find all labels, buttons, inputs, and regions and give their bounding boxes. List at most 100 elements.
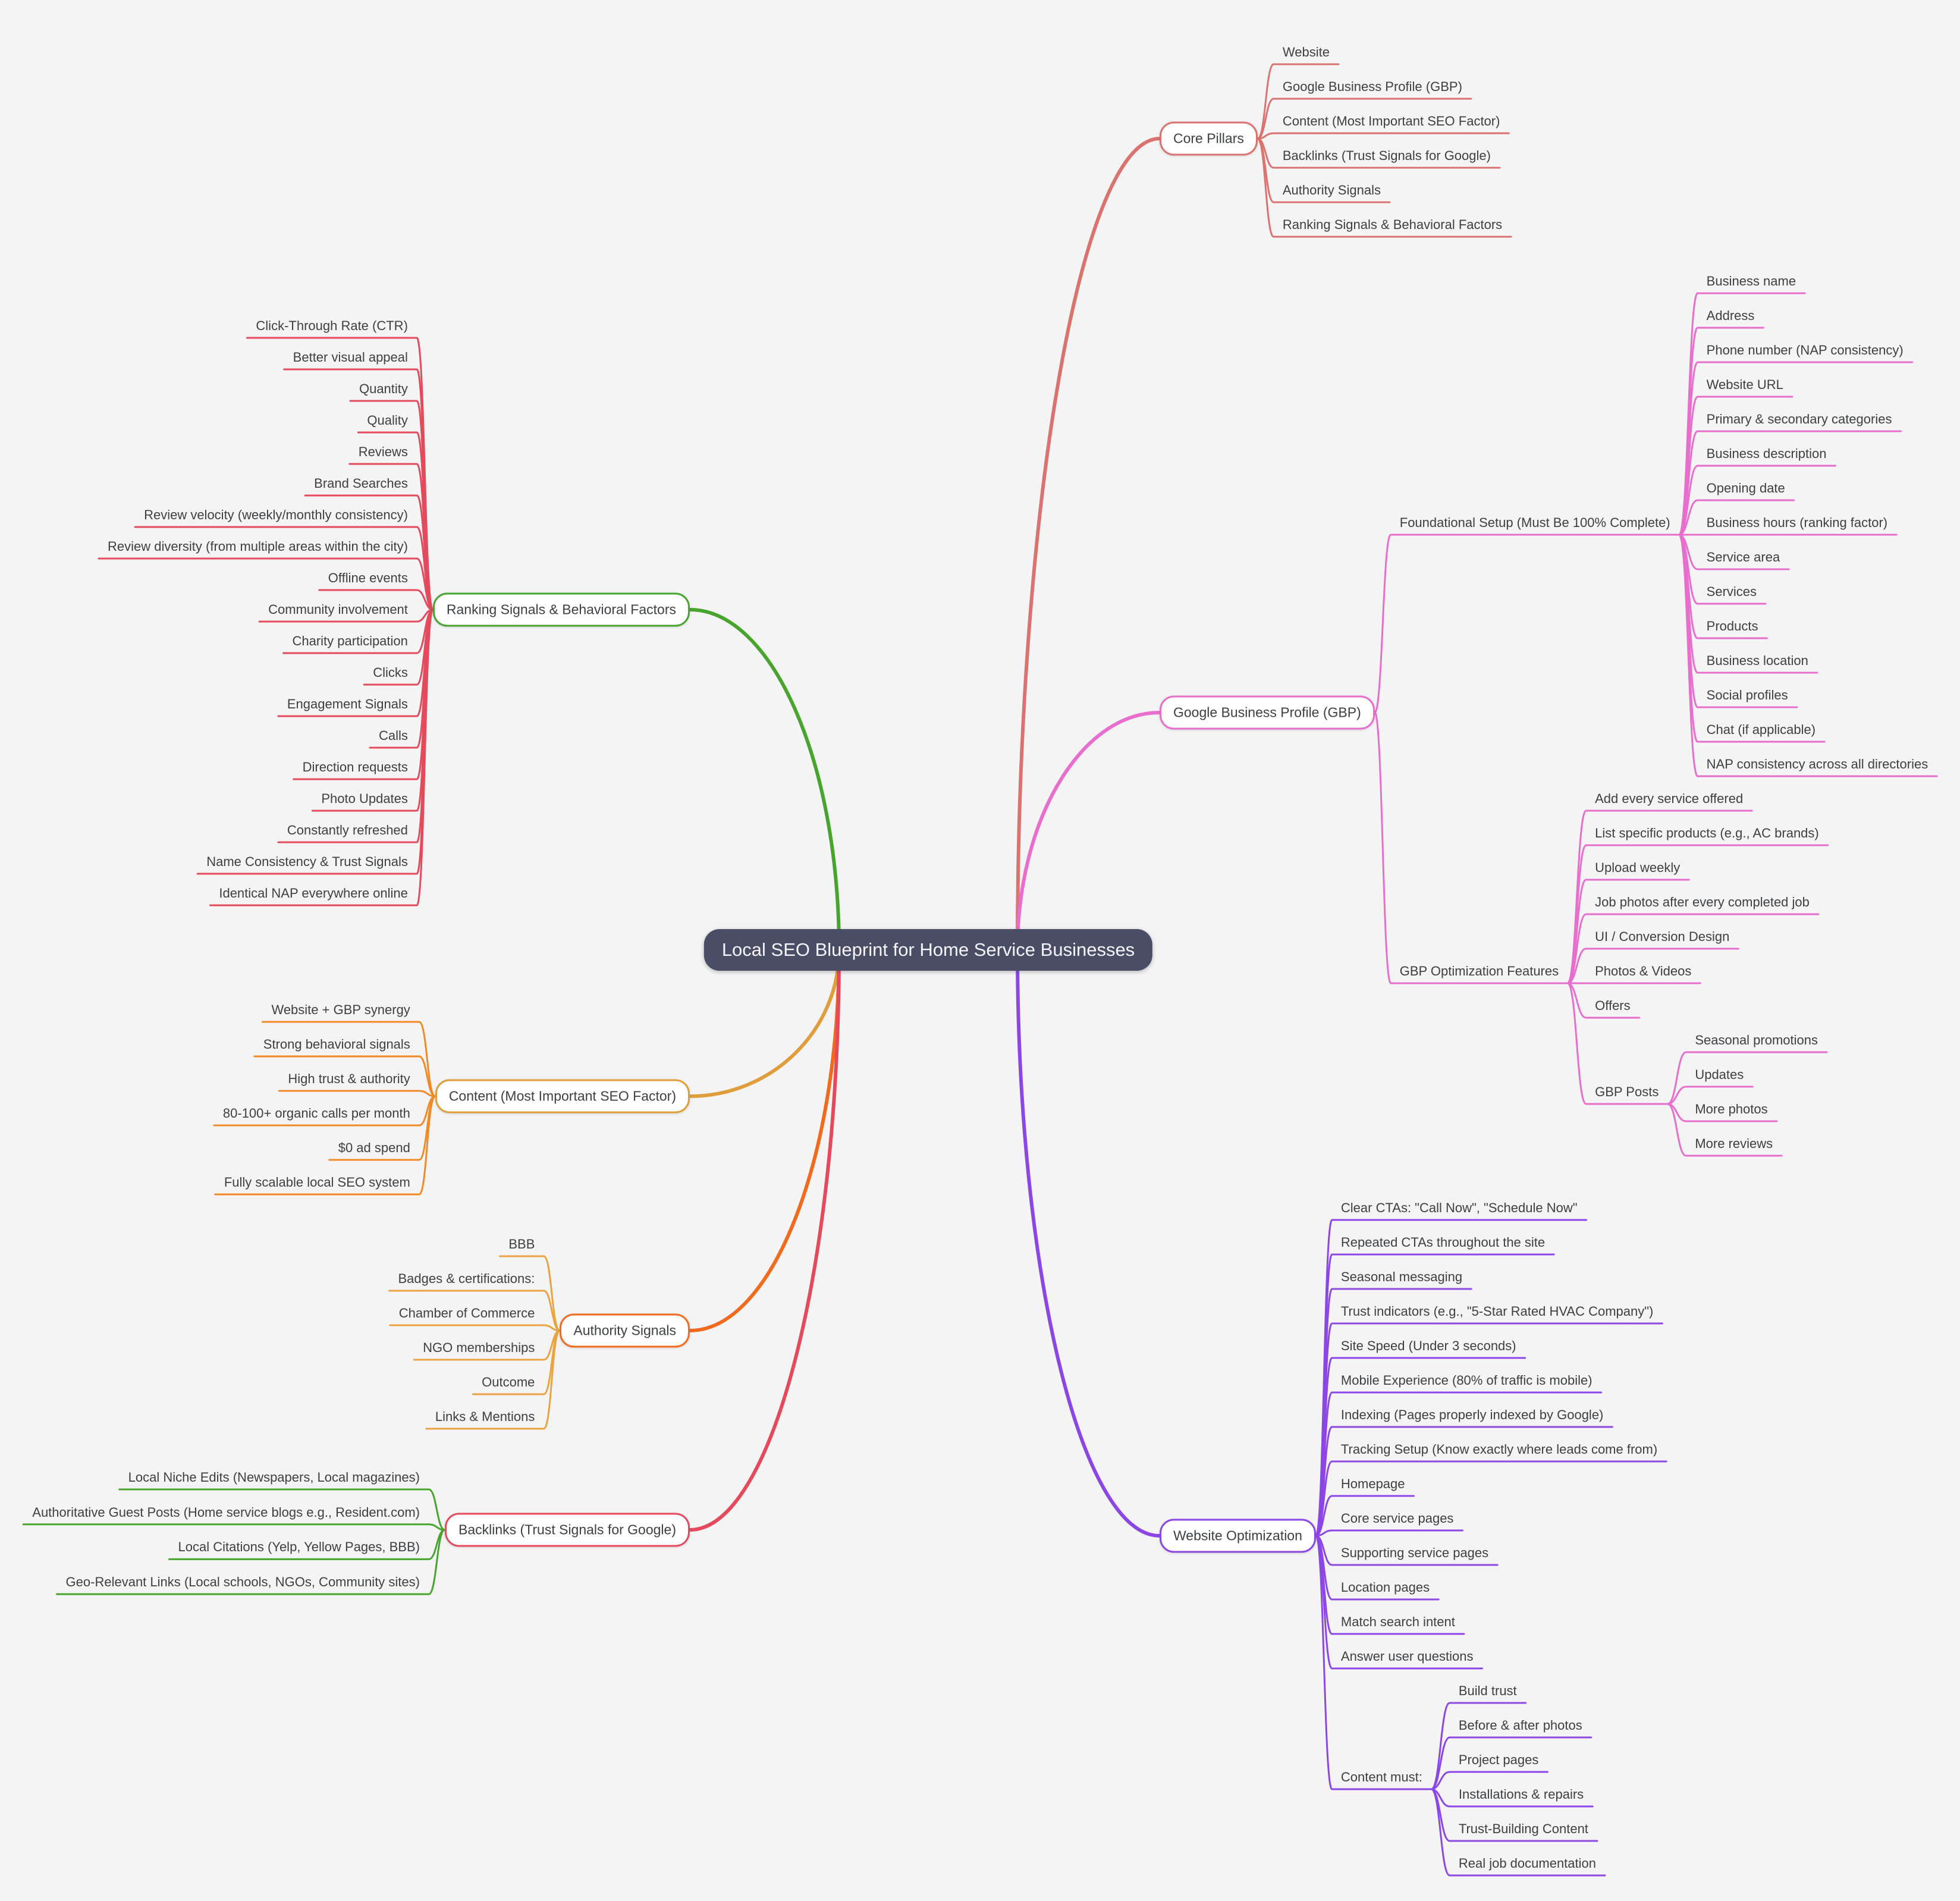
- node-better-visual-appeal[interactable]: Better visual appeal: [293, 350, 408, 365]
- node-community-involvement[interactable]: Community involvement: [268, 602, 408, 617]
- node-opening-date[interactable]: Opening date: [1706, 481, 1785, 495]
- node-outcome[interactable]: Outcome: [482, 1375, 535, 1389]
- node-site-speed-under-3-seconds[interactable]: Site Speed (Under 3 seconds): [1340, 1338, 1516, 1353]
- node-business-description[interactable]: Business description: [1706, 446, 1827, 461]
- node-location-pages[interactable]: Location pages: [1340, 1580, 1430, 1595]
- node-ngo-memberships[interactable]: NGO memberships: [423, 1340, 535, 1355]
- node-authority-signals[interactable]: Authority Signals: [1282, 183, 1381, 197]
- node-build-trust[interactable]: Build trust: [1458, 1683, 1517, 1698]
- node-direction-requests[interactable]: Direction requests: [302, 760, 408, 774]
- branch-node-content[interactable]: Content (Most Important SEO Factor): [435, 1079, 690, 1113]
- node-primary-secondary-categories[interactable]: Primary & secondary categories: [1706, 412, 1892, 426]
- node-clear-ctas-call-now-schedule-now[interactable]: Clear CTAs: "Call Now", "Schedule Now": [1340, 1200, 1578, 1215]
- node-website[interactable]: Website: [1282, 45, 1330, 59]
- branch-node-website-optimization[interactable]: Website Optimization: [1160, 1519, 1316, 1553]
- node-offers[interactable]: Offers: [1595, 998, 1631, 1013]
- node-service-area[interactable]: Service area: [1706, 550, 1780, 564]
- node-chamber-of-commerce[interactable]: Chamber of Commerce: [398, 1306, 535, 1320]
- node-gbp-posts[interactable]: GBP Posts: [1595, 1084, 1659, 1099]
- branch-node-backlinks[interactable]: Backlinks (Trust Signals for Google): [444, 1513, 690, 1547]
- node-gbp-optimization-features[interactable]: GBP Optimization Features: [1399, 964, 1559, 978]
- node-website-gbp-synergy[interactable]: Website + GBP synergy: [271, 1002, 410, 1017]
- node-repeated-ctas-throughout-the-site[interactable]: Repeated CTAs throughout the site: [1340, 1235, 1546, 1250]
- node-name-consistency-trust-signals[interactable]: Name Consistency & Trust Signals: [206, 854, 408, 869]
- node-local-niche-edits-newspapers-local-magazines[interactable]: Local Niche Edits (Newspapers, Local mag…: [128, 1470, 420, 1485]
- node-match-search-intent[interactable]: Match search intent: [1340, 1614, 1455, 1629]
- node-more-photos[interactable]: More photos: [1695, 1102, 1768, 1116]
- node-offline-events[interactable]: Offline events: [328, 570, 408, 585]
- node-engagement-signals[interactable]: Engagement Signals: [287, 697, 408, 711]
- central-topic[interactable]: Local SEO Blueprint for Home Service Bus…: [703, 929, 1153, 971]
- node-high-trust-authority[interactable]: High trust & authority: [288, 1071, 410, 1086]
- node-strong-behavioral-signals[interactable]: Strong behavioral signals: [263, 1037, 410, 1052]
- node-nap-consistency-across-all-directories[interactable]: NAP consistency across all directories: [1706, 757, 1928, 771]
- node-project-pages[interactable]: Project pages: [1458, 1752, 1539, 1767]
- branch-node-ranking-signals[interactable]: Ranking Signals & Behavioral Factors: [432, 592, 690, 627]
- node-before-after-photos[interactable]: Before & after photos: [1458, 1718, 1582, 1733]
- node-business-hours-ranking-factor[interactable]: Business hours (ranking factor): [1706, 515, 1888, 530]
- node-badges-certifications[interactable]: Badges & certifications:: [398, 1271, 535, 1286]
- node-list-specific-products-e-g-ac-brands[interactable]: List specific products (e.g., AC brands): [1595, 826, 1819, 840]
- node-mobile-experience-80-of-traffic-is-mobile[interactable]: Mobile Experience (80% of traffic is mob…: [1340, 1373, 1592, 1388]
- node-calls[interactable]: Calls: [379, 728, 408, 743]
- node-click-through-rate-ctr[interactable]: Click-Through Rate (CTR): [256, 318, 408, 333]
- node-ranking-signals-behavioral-factors[interactable]: Ranking Signals & Behavioral Factors: [1282, 217, 1503, 232]
- node-quantity[interactable]: Quantity: [359, 381, 408, 396]
- node-indexing-pages-properly-indexed-by-google[interactable]: Indexing (Pages properly indexed by Goog…: [1340, 1407, 1604, 1422]
- node-more-reviews[interactable]: More reviews: [1695, 1136, 1773, 1151]
- node-social-profiles[interactable]: Social profiles: [1706, 688, 1788, 702]
- node-foundational-setup-must-be-100-complete[interactable]: Foundational Setup (Must Be 100% Complet…: [1399, 515, 1670, 530]
- node-identical-nap-everywhere-online[interactable]: Identical NAP everywhere online: [219, 886, 408, 901]
- branch-node-core-pillars[interactable]: Core Pillars: [1160, 121, 1258, 156]
- node-review-diversity-from-multiple-areas-within-th[interactable]: Review diversity (from multiple areas wi…: [107, 539, 408, 554]
- node-homepage[interactable]: Homepage: [1340, 1476, 1405, 1491]
- node-tracking-setup-know-exactly-where-leads-come-f[interactable]: Tracking Setup (Know exactly where leads…: [1340, 1442, 1658, 1457]
- edge-job-photos-after-every-completed-job: [1566, 913, 1820, 984]
- node-products[interactable]: Products: [1706, 619, 1758, 633]
- branch-node-authority-signals[interactable]: Authority Signals: [560, 1313, 690, 1348]
- node-core-service-pages[interactable]: Core service pages: [1340, 1511, 1454, 1526]
- node-content-most-important-seo-factor[interactable]: Content (Most Important SEO Factor): [1282, 114, 1500, 128]
- node-review-velocity-weekly-monthly-consistency[interactable]: Review velocity (weekly/monthly consiste…: [144, 507, 408, 522]
- node-website-url[interactable]: Website URL: [1706, 377, 1783, 392]
- node-constantly-refreshed[interactable]: Constantly refreshed: [287, 823, 408, 837]
- node-phone-number-nap-consistency[interactable]: Phone number (NAP consistency): [1706, 343, 1904, 357]
- node-brand-searches[interactable]: Brand Searches: [314, 476, 408, 491]
- node-authoritative-guest-posts-home-service-blogs-e[interactable]: Authoritative Guest Posts (Home service …: [32, 1504, 420, 1520]
- node-0-ad-spend[interactable]: $0 ad spend: [338, 1140, 410, 1155]
- node-seasonal-messaging[interactable]: Seasonal messaging: [1340, 1269, 1463, 1284]
- node-updates[interactable]: Updates: [1695, 1067, 1744, 1082]
- node-installations-repairs[interactable]: Installations & repairs: [1458, 1787, 1584, 1802]
- node-reviews[interactable]: Reviews: [358, 444, 408, 459]
- node-real-job-documentation[interactable]: Real job documentation: [1458, 1856, 1596, 1871]
- node-bbb[interactable]: BBB: [508, 1237, 535, 1251]
- node-services[interactable]: Services: [1706, 584, 1757, 599]
- branch-node-gbp[interactable]: Google Business Profile (GBP): [1160, 695, 1375, 730]
- node-fully-scalable-local-seo-system[interactable]: Fully scalable local SEO system: [224, 1175, 410, 1190]
- node-geo-relevant-links-local-schools-ngos-communit[interactable]: Geo-Relevant Links (Local schools, NGOs,…: [65, 1574, 420, 1590]
- node-add-every-service-offered[interactable]: Add every service offered: [1595, 791, 1744, 806]
- node-job-photos-after-every-completed-job[interactable]: Job photos after every completed job: [1595, 895, 1810, 909]
- node-content-must[interactable]: Content must:: [1340, 1770, 1422, 1784]
- node-answer-user-questions[interactable]: Answer user questions: [1340, 1649, 1474, 1664]
- node-links-mentions[interactable]: Links & Mentions: [435, 1409, 535, 1424]
- node-business-name[interactable]: Business name: [1706, 274, 1796, 288]
- node-upload-weekly[interactable]: Upload weekly: [1595, 860, 1681, 875]
- node-address[interactable]: Address: [1706, 308, 1755, 323]
- node-trust-building-content[interactable]: Trust-Building Content: [1458, 1821, 1588, 1836]
- node-quality[interactable]: Quality: [367, 413, 408, 428]
- node-charity-participation[interactable]: Charity participation: [292, 633, 408, 648]
- node-photo-updates[interactable]: Photo Updates: [321, 791, 408, 806]
- node-trust-indicators-e-g-5-star-rated-hvac-company[interactable]: Trust indicators (e.g., "5-Star Rated HV…: [1340, 1304, 1654, 1319]
- node-ui-conversion-design[interactable]: UI / Conversion Design: [1595, 929, 1730, 944]
- node-backlinks-trust-signals-for-google[interactable]: Backlinks (Trust Signals for Google): [1282, 148, 1491, 163]
- node-photos-videos[interactable]: Photos & Videos: [1595, 964, 1692, 978]
- node-chat-if-applicable[interactable]: Chat (if applicable): [1706, 722, 1816, 737]
- node-business-location[interactable]: Business location: [1706, 653, 1808, 668]
- node-80-100-organic-calls-per-month[interactable]: 80-100+ organic calls per month: [222, 1106, 410, 1121]
- node-google-business-profile-gbp[interactable]: Google Business Profile (GBP): [1282, 79, 1462, 94]
- node-seasonal-promotions[interactable]: Seasonal promotions: [1695, 1033, 1818, 1047]
- node-local-citations-yelp-yellow-pages-bbb[interactable]: Local Citations (Yelp, Yellow Pages, BBB…: [178, 1539, 420, 1555]
- node-supporting-service-pages[interactable]: Supporting service pages: [1340, 1545, 1489, 1560]
- node-clicks[interactable]: Clicks: [373, 665, 408, 680]
